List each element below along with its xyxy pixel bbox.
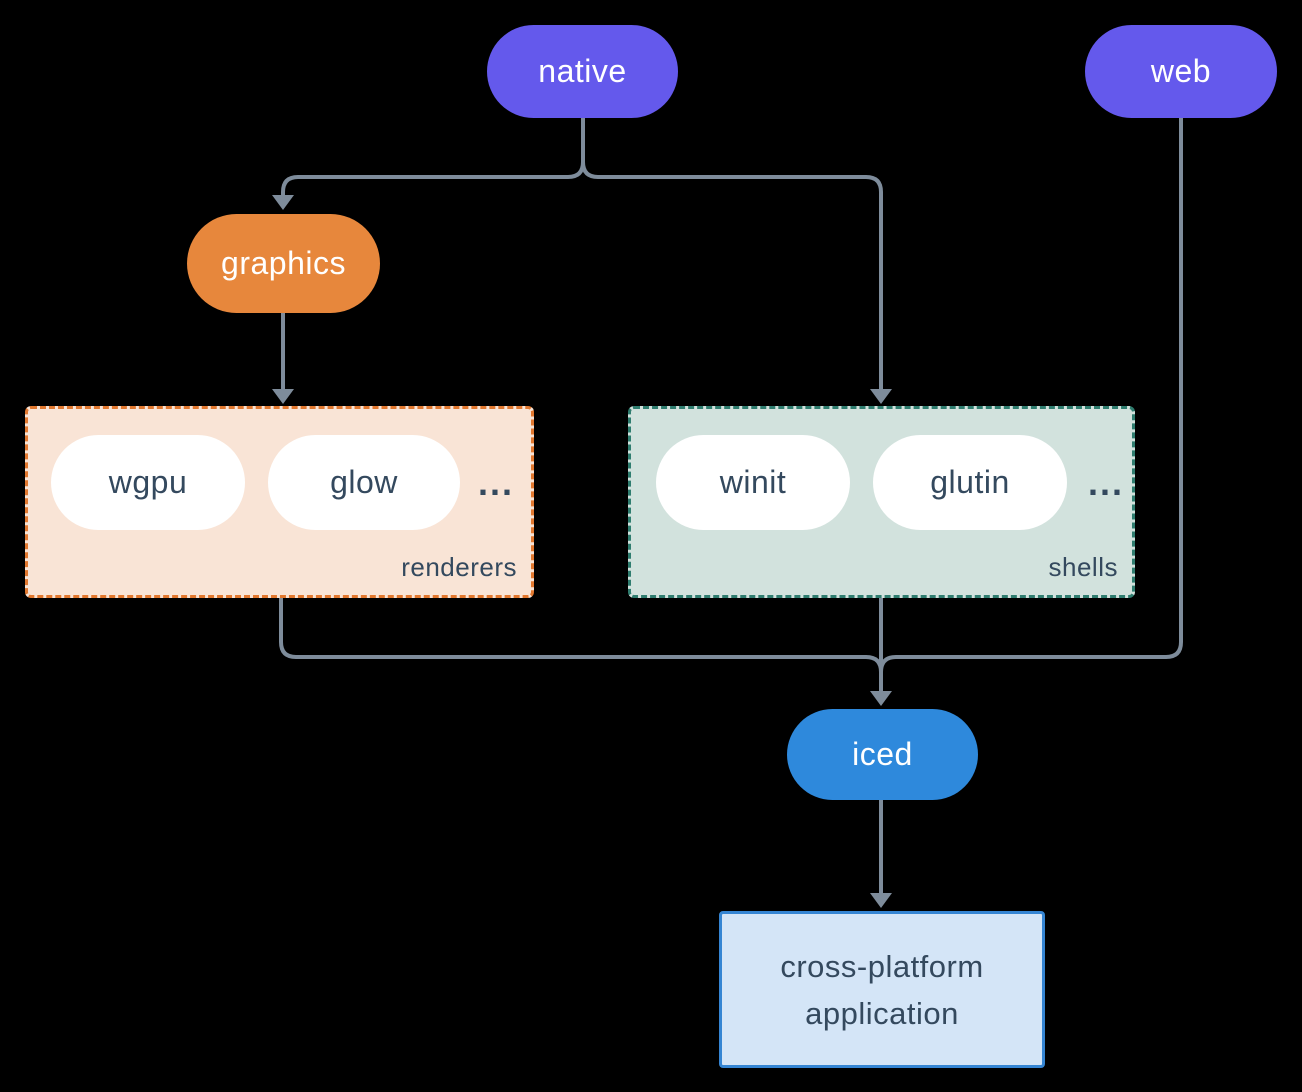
arrowhead-graphics-icon xyxy=(272,195,294,210)
node-graphics-label: graphics xyxy=(221,245,346,281)
node-web: web xyxy=(1085,25,1277,118)
arrowhead-application-icon xyxy=(870,893,892,908)
group-shells: winit glutin ... shells xyxy=(628,406,1135,598)
node-glutin: glutin xyxy=(873,435,1067,530)
group-shells-label: shells xyxy=(1048,552,1118,582)
node-cross-platform-application: cross-platform application xyxy=(719,911,1045,1068)
node-wgpu-label: wgpu xyxy=(108,464,188,500)
application-label-line1: cross-platform xyxy=(780,948,984,984)
node-wgpu: wgpu xyxy=(51,435,245,530)
node-iced-label: iced xyxy=(852,736,913,772)
node-native-label: native xyxy=(538,53,627,89)
node-iced: iced xyxy=(787,709,978,800)
node-native: native xyxy=(487,25,678,118)
group-renderers: wgpu glow ... renderers xyxy=(25,406,534,598)
arrowhead-shells-icon xyxy=(870,389,892,404)
node-winit-label: winit xyxy=(719,464,787,500)
application-label-line2: application xyxy=(805,995,959,1031)
shells-ellipsis: ... xyxy=(1087,461,1124,503)
edge-native-shells xyxy=(581,161,883,389)
node-glow-label: glow xyxy=(330,464,398,500)
arrowhead-iced-icon xyxy=(870,691,892,706)
renderers-ellipsis: ... xyxy=(477,461,514,503)
arrowhead-renderers-icon xyxy=(272,389,294,404)
edge-native-graphics xyxy=(281,118,585,195)
node-winit: winit xyxy=(656,435,850,530)
node-glutin-label: glutin xyxy=(930,464,1010,500)
group-renderers-label: renderers xyxy=(401,552,517,582)
edge-renderers-iced xyxy=(279,598,883,673)
node-graphics: graphics xyxy=(187,214,380,313)
node-web-label: web xyxy=(1150,53,1212,89)
node-glow: glow xyxy=(268,435,460,530)
